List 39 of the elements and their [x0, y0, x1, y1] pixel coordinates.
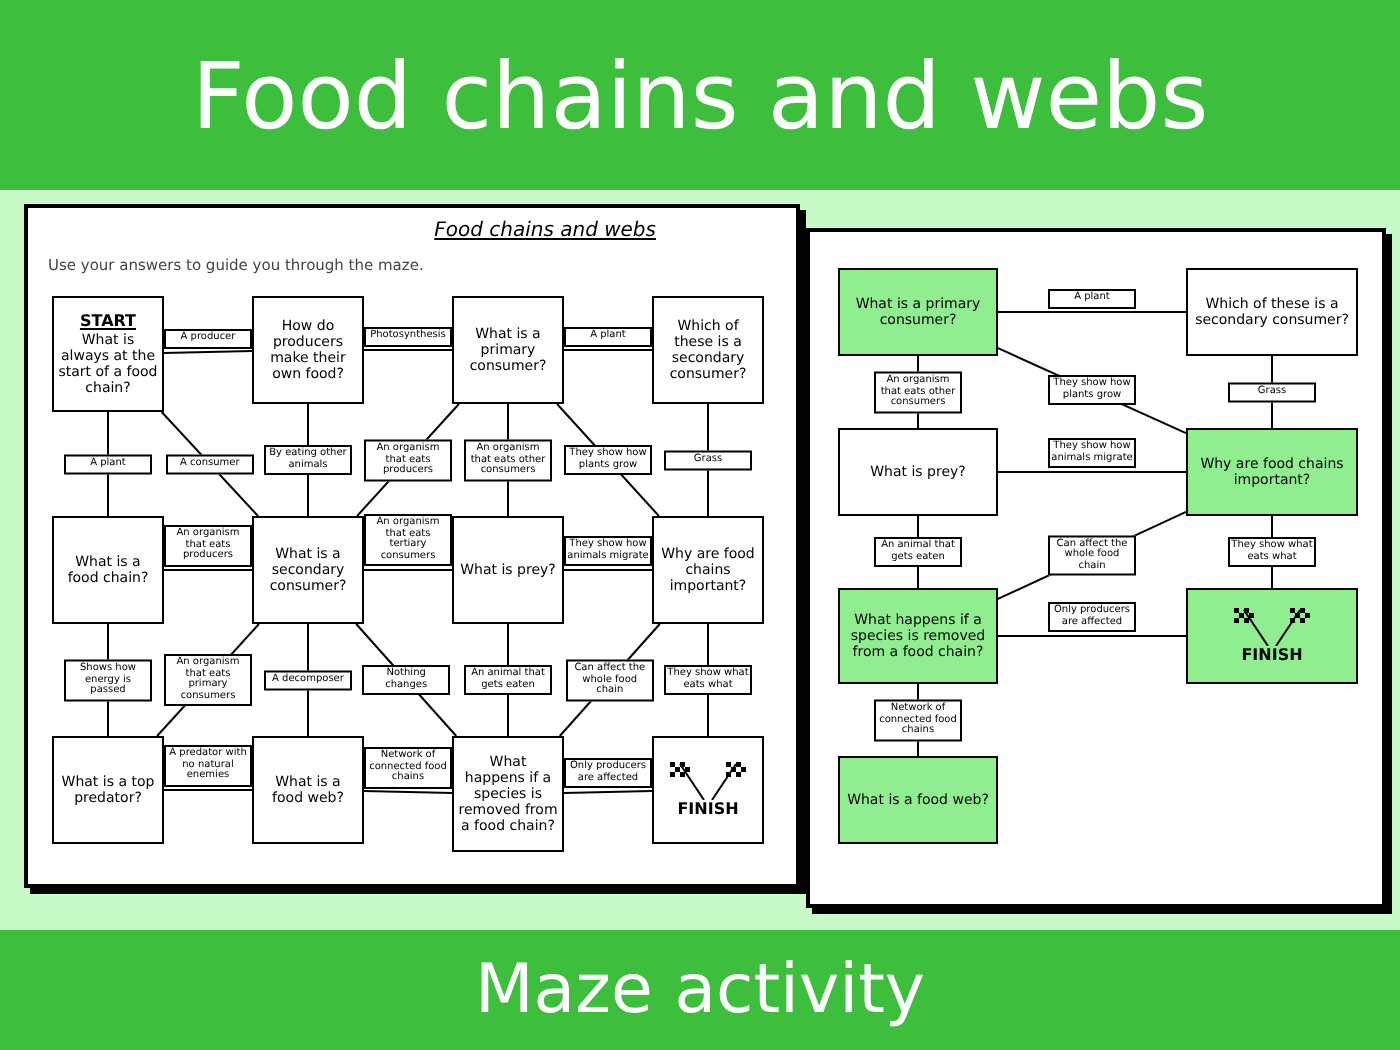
question-box — [838, 588, 998, 684]
finish-label: FINISH — [677, 800, 739, 820]
question-box — [838, 268, 998, 356]
connector-line — [563, 569, 653, 571]
worksheet-page — [24, 204, 800, 888]
question-box — [452, 736, 564, 852]
connector-line — [563, 349, 653, 351]
question-box — [52, 516, 164, 624]
finish-box — [1186, 588, 1358, 684]
question-box — [1186, 268, 1358, 356]
connector-line — [997, 311, 1187, 313]
question-box — [252, 516, 364, 624]
question-box — [52, 296, 164, 412]
question-box — [52, 736, 164, 844]
question-box — [452, 296, 564, 404]
question-box — [452, 516, 564, 624]
connector-line — [163, 350, 253, 354]
title-text: Food chains and webs — [191, 41, 1209, 149]
question-box — [652, 296, 764, 404]
start-heading: START — [79, 312, 137, 331]
question-box — [838, 756, 998, 844]
connector-line — [997, 471, 1187, 473]
connector-line — [363, 790, 453, 794]
finish-box — [652, 736, 764, 844]
worksheet-page — [806, 228, 1386, 908]
worksheet-heading: Food chains and webs — [434, 220, 656, 242]
finish-label: FINISH — [1241, 646, 1303, 666]
connector-line — [363, 569, 453, 571]
question-box — [652, 516, 764, 624]
caption-text: Maze activity — [474, 950, 926, 1030]
question-box — [1186, 428, 1358, 516]
connector-line — [363, 349, 453, 351]
question-box — [252, 296, 364, 404]
connector-line — [163, 789, 253, 791]
question-box — [252, 736, 364, 844]
connector-line — [563, 790, 653, 794]
connector-line — [997, 635, 1187, 637]
question-box — [838, 428, 998, 516]
connector-line — [163, 569, 253, 571]
